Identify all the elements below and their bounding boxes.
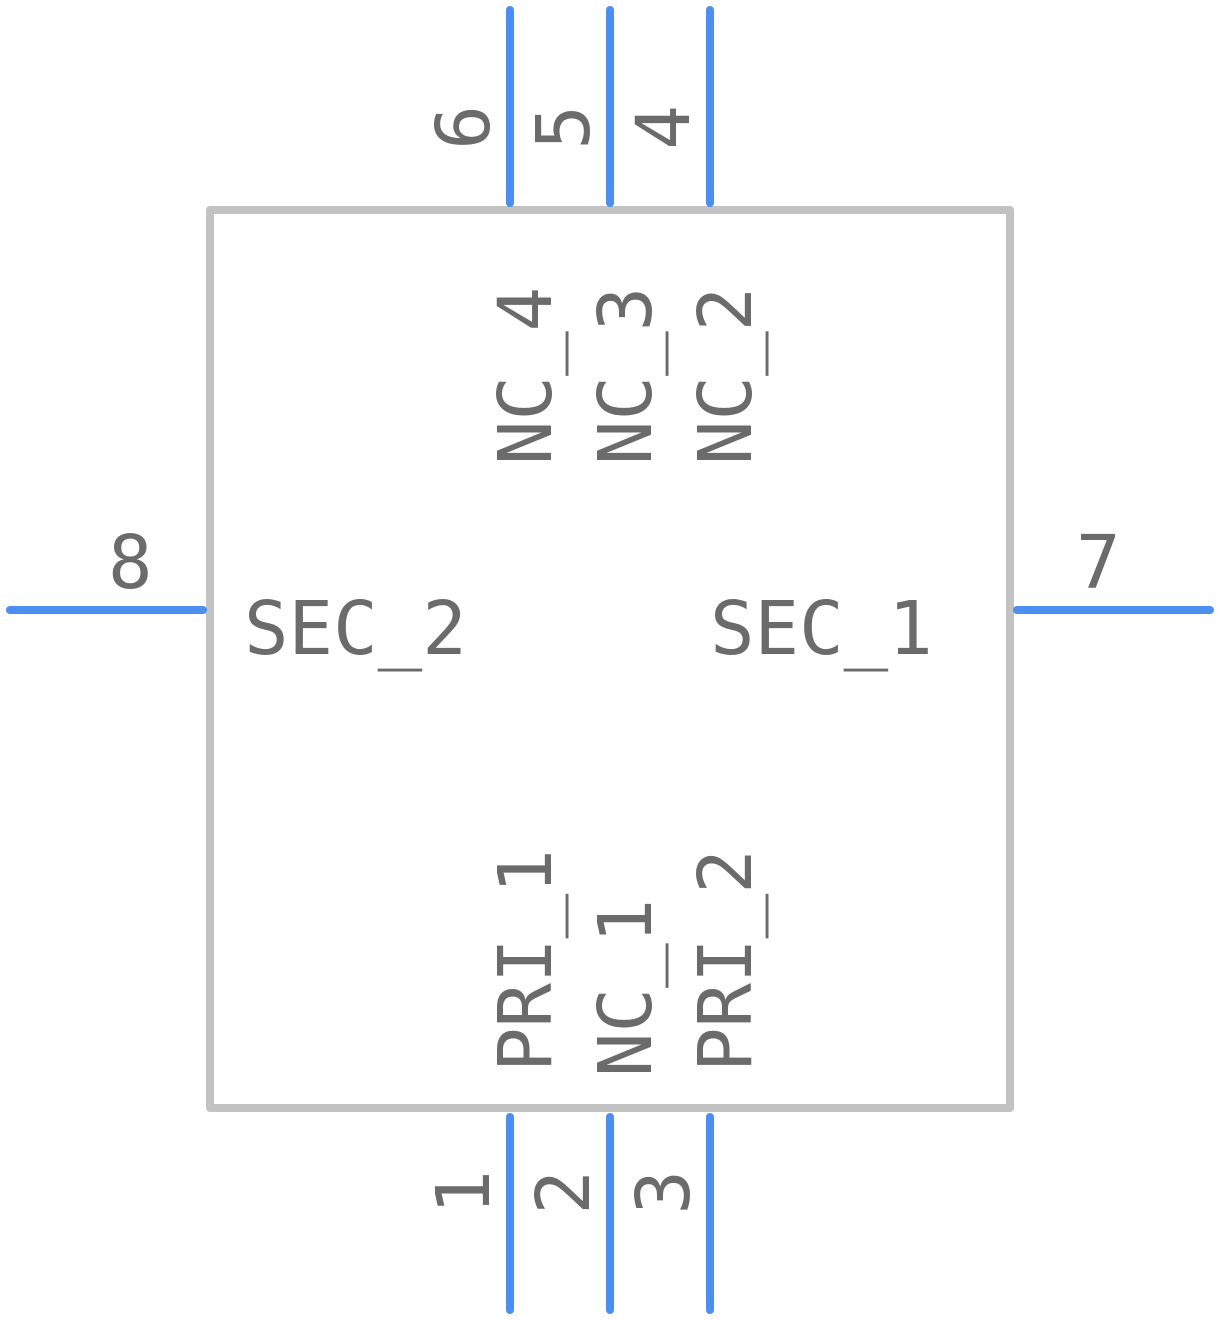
pin-1-name: PRI_1: [483, 849, 569, 1072]
pin-5-number: 5: [521, 105, 607, 150]
pin-5-name: NC_3: [583, 287, 669, 465]
component-body: [206, 206, 1014, 1112]
pin-1-number: 1: [421, 1170, 507, 1215]
pin-2-name: NC_1: [583, 899, 669, 1077]
pin-2-number: 2: [521, 1170, 607, 1215]
pin-6-name: NC_4: [483, 287, 569, 465]
pin-3-number: 3: [621, 1170, 707, 1215]
pin-8-name: SEC_2: [244, 586, 467, 672]
pin-4-name: NC_2: [683, 287, 769, 465]
pin-7-name: SEC_1: [710, 586, 933, 672]
pin-4-number: 4: [621, 105, 707, 150]
pin-3-name: PRI_2: [683, 849, 769, 1072]
pin-8-number: 8: [108, 520, 153, 606]
pin-6-number: 6: [421, 105, 507, 150]
pin-7-number: 7: [1076, 520, 1121, 606]
